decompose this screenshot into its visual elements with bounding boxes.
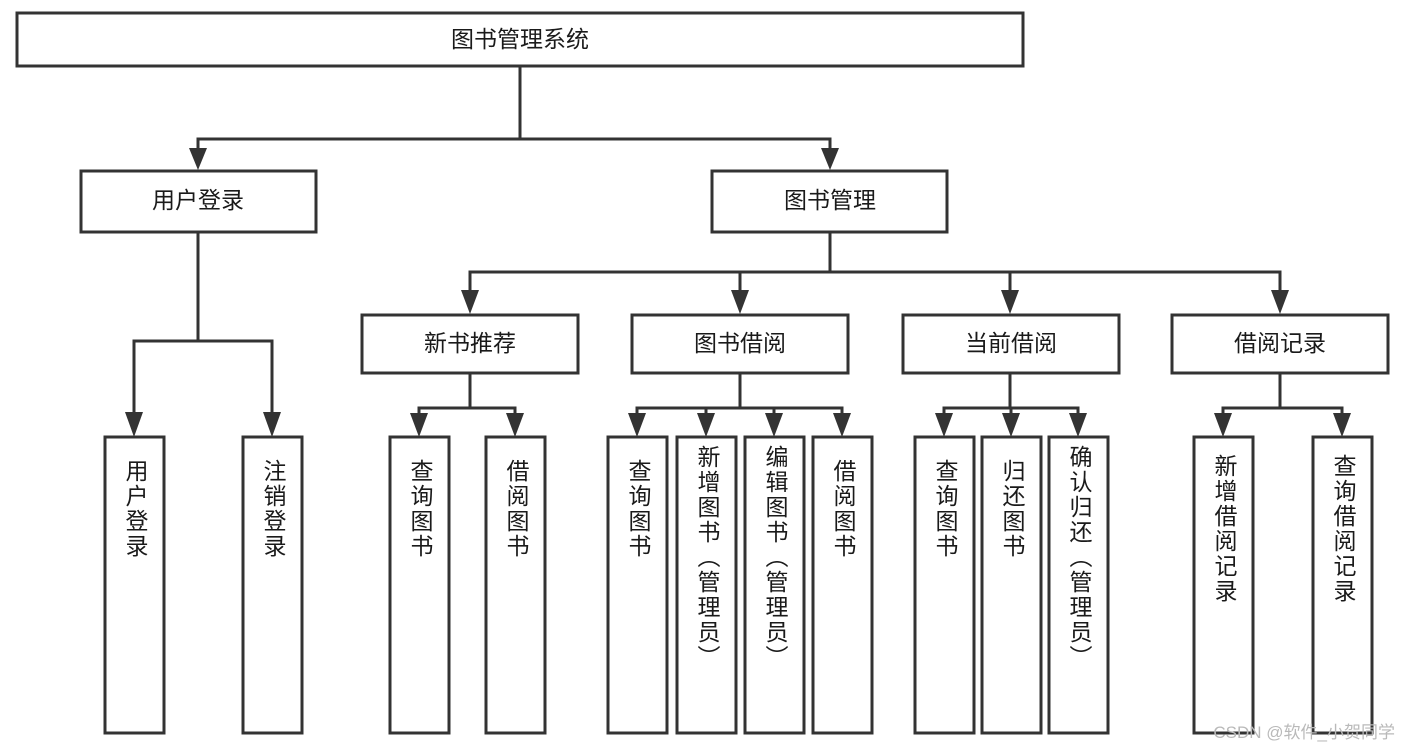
node-root-label: 图书管理系统 [451,26,589,52]
leaf-box-nb-borrow-book[interactable] [484,435,547,735]
edges-user-login-to-leaves [125,231,281,437]
edges-root-to-level2 [189,64,839,170]
leaf-br-add-record[interactable]: 新增借阅记录 [1194,450,1253,733]
node-current-borrow-label: 当前借阅 [965,330,1057,356]
leaf-br-add-record-label: 新增借阅记录 [1211,454,1237,604]
leaf-user-login-label: 用户登录 [122,459,148,559]
arrow-current-borrow [1001,290,1019,314]
leaf-bb-add-book[interactable]: 新增图书（管理员） [677,441,736,733]
leaf-cb-confirm-return[interactable]: 确认归还（管理员） [1049,441,1108,733]
leaf-bb-query-book-label: 查询图书 [625,459,651,559]
leaf-box-bb-query-book[interactable] [606,435,669,735]
leaf-boxes [103,435,1374,735]
arrow-bb-edit-book [765,413,783,437]
arrow-leaf-user-login [125,412,143,437]
leaf-cb-query-book[interactable]: 查询图书 [915,455,974,733]
arrow-bb-query-book [628,413,646,437]
edges-book-borrow-to-leaves [628,372,851,437]
edges-current-borrow-to-leaves [935,372,1087,437]
node-new-book-recommend-box[interactable] [360,313,580,375]
node-new-book-recommend[interactable]: 新书推荐 [360,313,580,375]
arrow-cb-confirm-return [1069,413,1087,437]
arrow-leaf-logout [263,412,281,437]
leaf-nb-borrow-book-label: 借阅图书 [503,459,529,559]
leaf-bb-add-book-label: 新增图书（管理员） [694,445,720,670]
leaf-br-query-record[interactable]: 查询借阅记录 [1313,450,1372,733]
leaf-box-logout[interactable] [241,435,304,735]
edges-new-book-to-leaves [410,372,524,437]
node-borrow-record-box[interactable] [1170,313,1390,375]
leaf-bb-query-book[interactable]: 查询图书 [608,455,667,733]
leaf-br-query-record-label: 查询借阅记录 [1330,454,1356,604]
arrow-book-borrow [731,290,749,314]
arrow-bb-add-book [697,413,715,437]
node-book-borrow-box[interactable] [630,313,850,375]
node-new-book-recommend-label: 新书推荐 [424,330,516,356]
node-book-borrow[interactable]: 图书借阅 [630,313,850,375]
leaf-cb-return-book-label: 归还图书 [999,459,1025,559]
node-book-manage-box[interactable] [710,169,949,234]
leaf-box-bb-add-book[interactable] [675,435,738,735]
leaf-cb-confirm-return-label: 确认归还（管理员） [1066,445,1092,670]
leaf-nb-borrow-book[interactable]: 借阅图书 [486,455,545,733]
arrow-user-login [189,148,207,170]
leaf-nb-query-book[interactable]: 查询图书 [390,455,449,733]
leaf-box-cb-query-book[interactable] [913,435,976,735]
arrow-br-add-record [1214,413,1232,437]
node-borrow-record[interactable]: 借阅记录 [1170,313,1390,375]
arrow-book-manage [821,148,839,170]
arrow-borrow-record [1271,290,1289,314]
node-root[interactable]: 图书管理系统 [15,11,1025,68]
leaf-user-login[interactable]: 用户登录 [105,455,164,733]
arrow-bb-borrow-book [833,413,851,437]
leaf-box-br-add-record[interactable] [1192,435,1255,735]
node-book-borrow-label: 图书借阅 [694,330,786,356]
leaf-bb-borrow-book-label: 借阅图书 [830,459,856,559]
node-borrow-record-label: 借阅记录 [1234,330,1326,356]
node-current-borrow[interactable]: 当前借阅 [901,313,1121,375]
leaf-nb-query-book-label: 查询图书 [407,459,433,559]
leaf-box-user-login[interactable] [103,435,166,735]
node-book-manage-label: 图书管理 [784,187,876,213]
watermark: CSDN @软件_小贺同学 [1213,723,1395,742]
leaf-cb-query-book-label: 查询图书 [932,459,958,559]
arrow-cb-return-book [1002,413,1020,437]
leaf-bb-borrow-book[interactable]: 借阅图书 [813,455,872,733]
leaf-cb-return-book[interactable]: 归还图书 [982,455,1041,733]
leaf-box-br-query-record[interactable] [1311,435,1374,735]
leaf-box-cb-return-book[interactable] [980,435,1043,735]
leaf-box-bb-borrow-book[interactable] [811,435,874,735]
arrow-cb-query-book [935,413,953,437]
node-user-login-label: 用户登录 [152,187,244,213]
arrow-br-query-record [1333,413,1351,437]
leaf-bb-edit-book[interactable]: 编辑图书（管理员） [745,441,804,733]
leaf-box-cb-confirm-return[interactable] [1047,435,1110,735]
node-root-box[interactable] [15,11,1025,68]
arrow-nb-borrow-book [506,413,524,437]
node-user-login[interactable]: 用户登录 [79,169,318,234]
leaf-logout[interactable]: 注销登录 [243,455,302,733]
arrow-new-book [461,290,479,314]
leaf-bb-edit-book-label: 编辑图书（管理员） [762,445,788,670]
node-user-login-box[interactable] [79,169,318,234]
leaf-box-bb-edit-book[interactable] [743,435,806,735]
node-book-manage[interactable]: 图书管理 [710,169,949,234]
edges-book-manage-to-level3 [461,231,1289,314]
leaf-box-nb-query-book[interactable] [388,435,451,735]
arrow-nb-query-book [410,413,428,437]
node-current-borrow-box[interactable] [901,313,1121,375]
edges-borrow-record-to-leaves [1214,372,1351,437]
leaf-logout-label: 注销登录 [260,459,286,559]
